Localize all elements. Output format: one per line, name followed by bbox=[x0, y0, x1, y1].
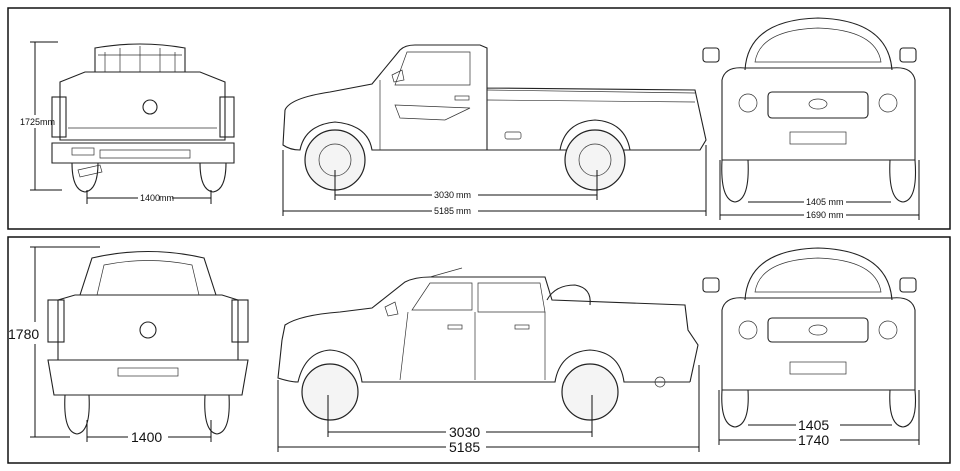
unit-label: mm bbox=[159, 193, 174, 203]
side-view-single-cab bbox=[282, 44, 707, 191]
wheelbase-label: 3030 bbox=[449, 424, 480, 440]
front-view-single-cab bbox=[702, 17, 917, 203]
rear-track-label: 1400 bbox=[131, 429, 162, 445]
panel-frame bbox=[7, 236, 951, 464]
unit-label: mm bbox=[456, 190, 471, 200]
dimension-length: 5185 bbox=[277, 365, 700, 455]
dimension-wheelbase: 3030 bbox=[327, 395, 593, 440]
rear-view-single-cab bbox=[51, 43, 235, 193]
width-label: 1740 bbox=[798, 432, 829, 448]
dimension-width: 1690 mm bbox=[719, 160, 920, 220]
dimension-rear-track: 1400 bbox=[86, 420, 212, 445]
wheelbase-label: 3030 bbox=[434, 190, 454, 200]
dimension-front-track: 1405 mm bbox=[748, 197, 891, 207]
dimension-length: 5185 mm bbox=[282, 145, 707, 216]
panel-single-cab: 1725 mm 1400 mm bbox=[7, 7, 951, 230]
front-view-double-cab bbox=[702, 247, 917, 428]
panel-double-cab: 1780 1400 30 bbox=[7, 236, 951, 464]
unit-label: mm bbox=[456, 206, 471, 216]
rear-view-double-cab bbox=[47, 251, 249, 435]
width-label: 1690 mm bbox=[806, 210, 844, 220]
dimension-front-track: 1405 bbox=[748, 417, 892, 433]
unit-label: mm bbox=[40, 117, 55, 127]
length-label: 5185 bbox=[434, 206, 454, 216]
rear-height-label: 1725 bbox=[20, 117, 40, 127]
length-label: 5185 bbox=[449, 439, 480, 455]
dimension-width: 1740 bbox=[718, 390, 920, 448]
side-view-double-cab bbox=[277, 267, 699, 421]
rear-track-label: 1400 bbox=[140, 193, 160, 203]
dimension-rear-track: 1400 mm bbox=[86, 190, 212, 204]
dimension-rear-height: 1725 mm bbox=[20, 41, 62, 191]
dimension-rear-height: 1780 bbox=[8, 246, 100, 438]
panel-frame bbox=[7, 7, 951, 230]
dimension-wheelbase: 3030 mm bbox=[334, 170, 598, 200]
front-track-label: 1405 mm bbox=[806, 197, 844, 207]
rear-height-label: 1780 bbox=[8, 326, 39, 342]
front-track-label: 1405 bbox=[798, 417, 829, 433]
